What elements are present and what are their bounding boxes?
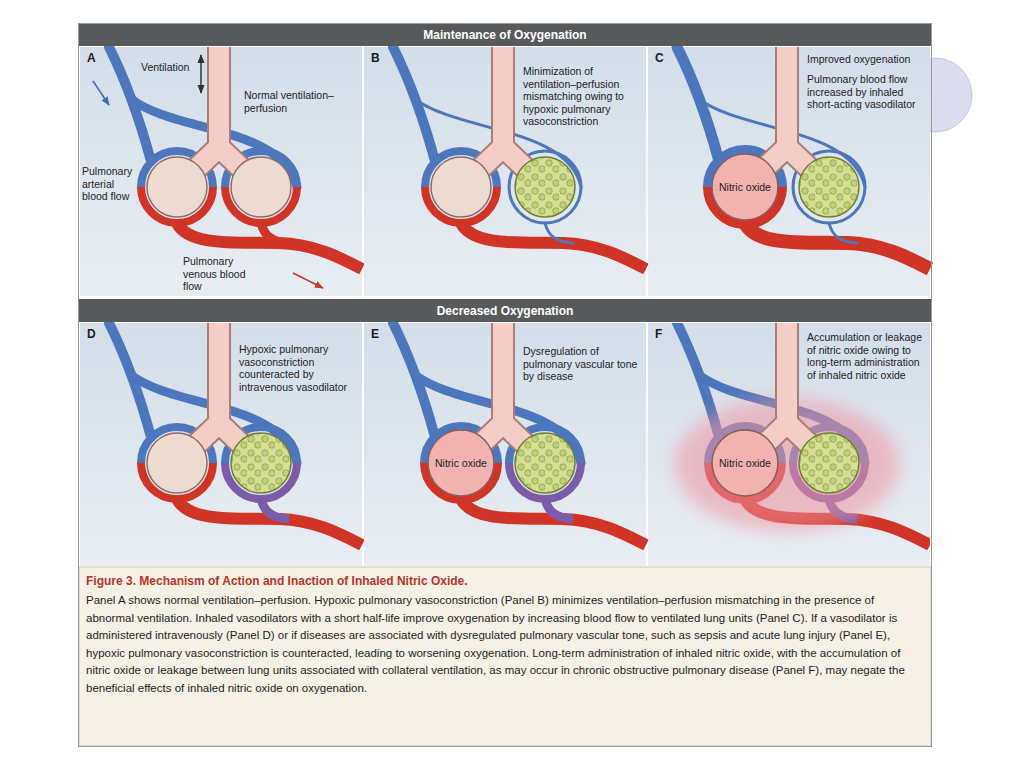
pulmonary-artery [677,47,719,161]
fluid-filled-alveolus [515,433,575,493]
panel-letter: A [87,51,96,65]
annotation-text: Pulmonary arterial blood flow [82,165,134,203]
alveolus-circle: Nitric oxide [711,153,779,221]
panel-ground [364,323,646,566]
figure-panel: Nitric oxide C Improved oxygenationPulmona… [647,47,931,296]
vein-branch [261,223,289,243]
figure-panel: Nitric oxide E Dysregulation of pulmonary … [363,323,647,566]
fluid-filled-alveolus [799,157,859,217]
section-band: Decreased Oxygenation [79,299,931,322]
pulmonary-vein [461,499,646,545]
alveolus-circle: Nitric oxide [711,429,779,497]
annotation-text: Improved oxygenation [807,53,910,66]
fluid-filled-alveolus [799,433,859,493]
figure-title: Figure 3. Mechanism of Action and Inacti… [86,574,924,589]
vein-branch [545,499,573,519]
panel-ground [648,47,930,296]
annotation-text: Minimization of ventilation–perfusion mi… [523,65,641,128]
flow-arrow [93,81,109,105]
panel-ground [364,47,646,296]
figure-panel: D Hypoxic pulmonary vasoconstriction coun… [79,323,363,566]
vein-branch [829,223,857,243]
panel-letter: D [87,327,96,341]
alveolus [431,157,491,217]
figure-panel: A VentilationNormal ventilation–perfusion… [79,47,363,296]
alveolus [231,157,291,217]
panel-letter: E [371,327,379,341]
annotation-text: Hypoxic pulmonary vasoconstriction count… [239,343,359,393]
figure-panel: B Minimization of ventilation–perfusion m… [363,47,647,296]
nitric-oxide-label: Nitric oxide [719,457,771,469]
panel-letter: F [655,327,662,341]
caption-ground [79,567,931,746]
nitric-oxide-label: Nitric oxide [435,457,487,469]
annotation-text: Accumulation or leakage of nitric oxide … [807,331,927,381]
panel-illustration [80,47,362,296]
panel-illustration [80,323,362,566]
pulmonary-vein [745,223,930,269]
band-heading: Decreased Oxygenation [437,304,574,318]
alveolus [147,157,207,217]
annotation-text: Pulmonary blood flow increased by inhale… [807,73,925,111]
vein-branch [261,499,289,519]
nitric-oxide-label: Nitric oxide [719,181,771,193]
annotation-text: Normal ventilation–perfusion [244,89,354,114]
figure-border [79,24,932,747]
alveolus [147,433,207,493]
band-heading: Maintenance of Oxygenation [423,28,586,42]
panel-illustration [648,323,930,566]
fluid-filled-alveolus [231,433,291,493]
ventilation-arrow [200,55,202,93]
panel-illustration [648,47,930,296]
panel-illustration [364,47,646,296]
alveolus-shape [712,430,778,496]
fluid-filled-alveolus [515,157,575,217]
panel-letter: C [655,51,664,65]
figure-panel: Nitric oxide F Accumulation or leakage of … [647,323,931,566]
alveolus-shape [428,430,494,496]
annotation-text: Dysregulation of pulmonary vascular tone… [523,345,641,383]
panel-illustration [364,323,646,566]
panel-ground [80,47,362,296]
alveolus-circle: Nitric oxide [427,429,495,497]
panel-letter: B [371,51,380,65]
annotation-text: Ventilation [141,61,189,74]
panel-ground [80,323,362,566]
vein-branch [545,223,573,243]
pulmonary-vein [461,223,646,269]
panel-drawing [675,323,930,545]
caption-text: Panel A shows normal ventilation–perfusi… [86,592,924,697]
pulmonary-vein [177,499,362,545]
panel-ground [648,323,930,566]
pulmonary-artery [393,47,435,161]
alveolus-shape [712,154,778,220]
flow-arrow [293,273,323,288]
section-band: Maintenance of Oxygenation [79,24,931,46]
annotation-text: Pulmonary venous blood flow [183,255,255,293]
